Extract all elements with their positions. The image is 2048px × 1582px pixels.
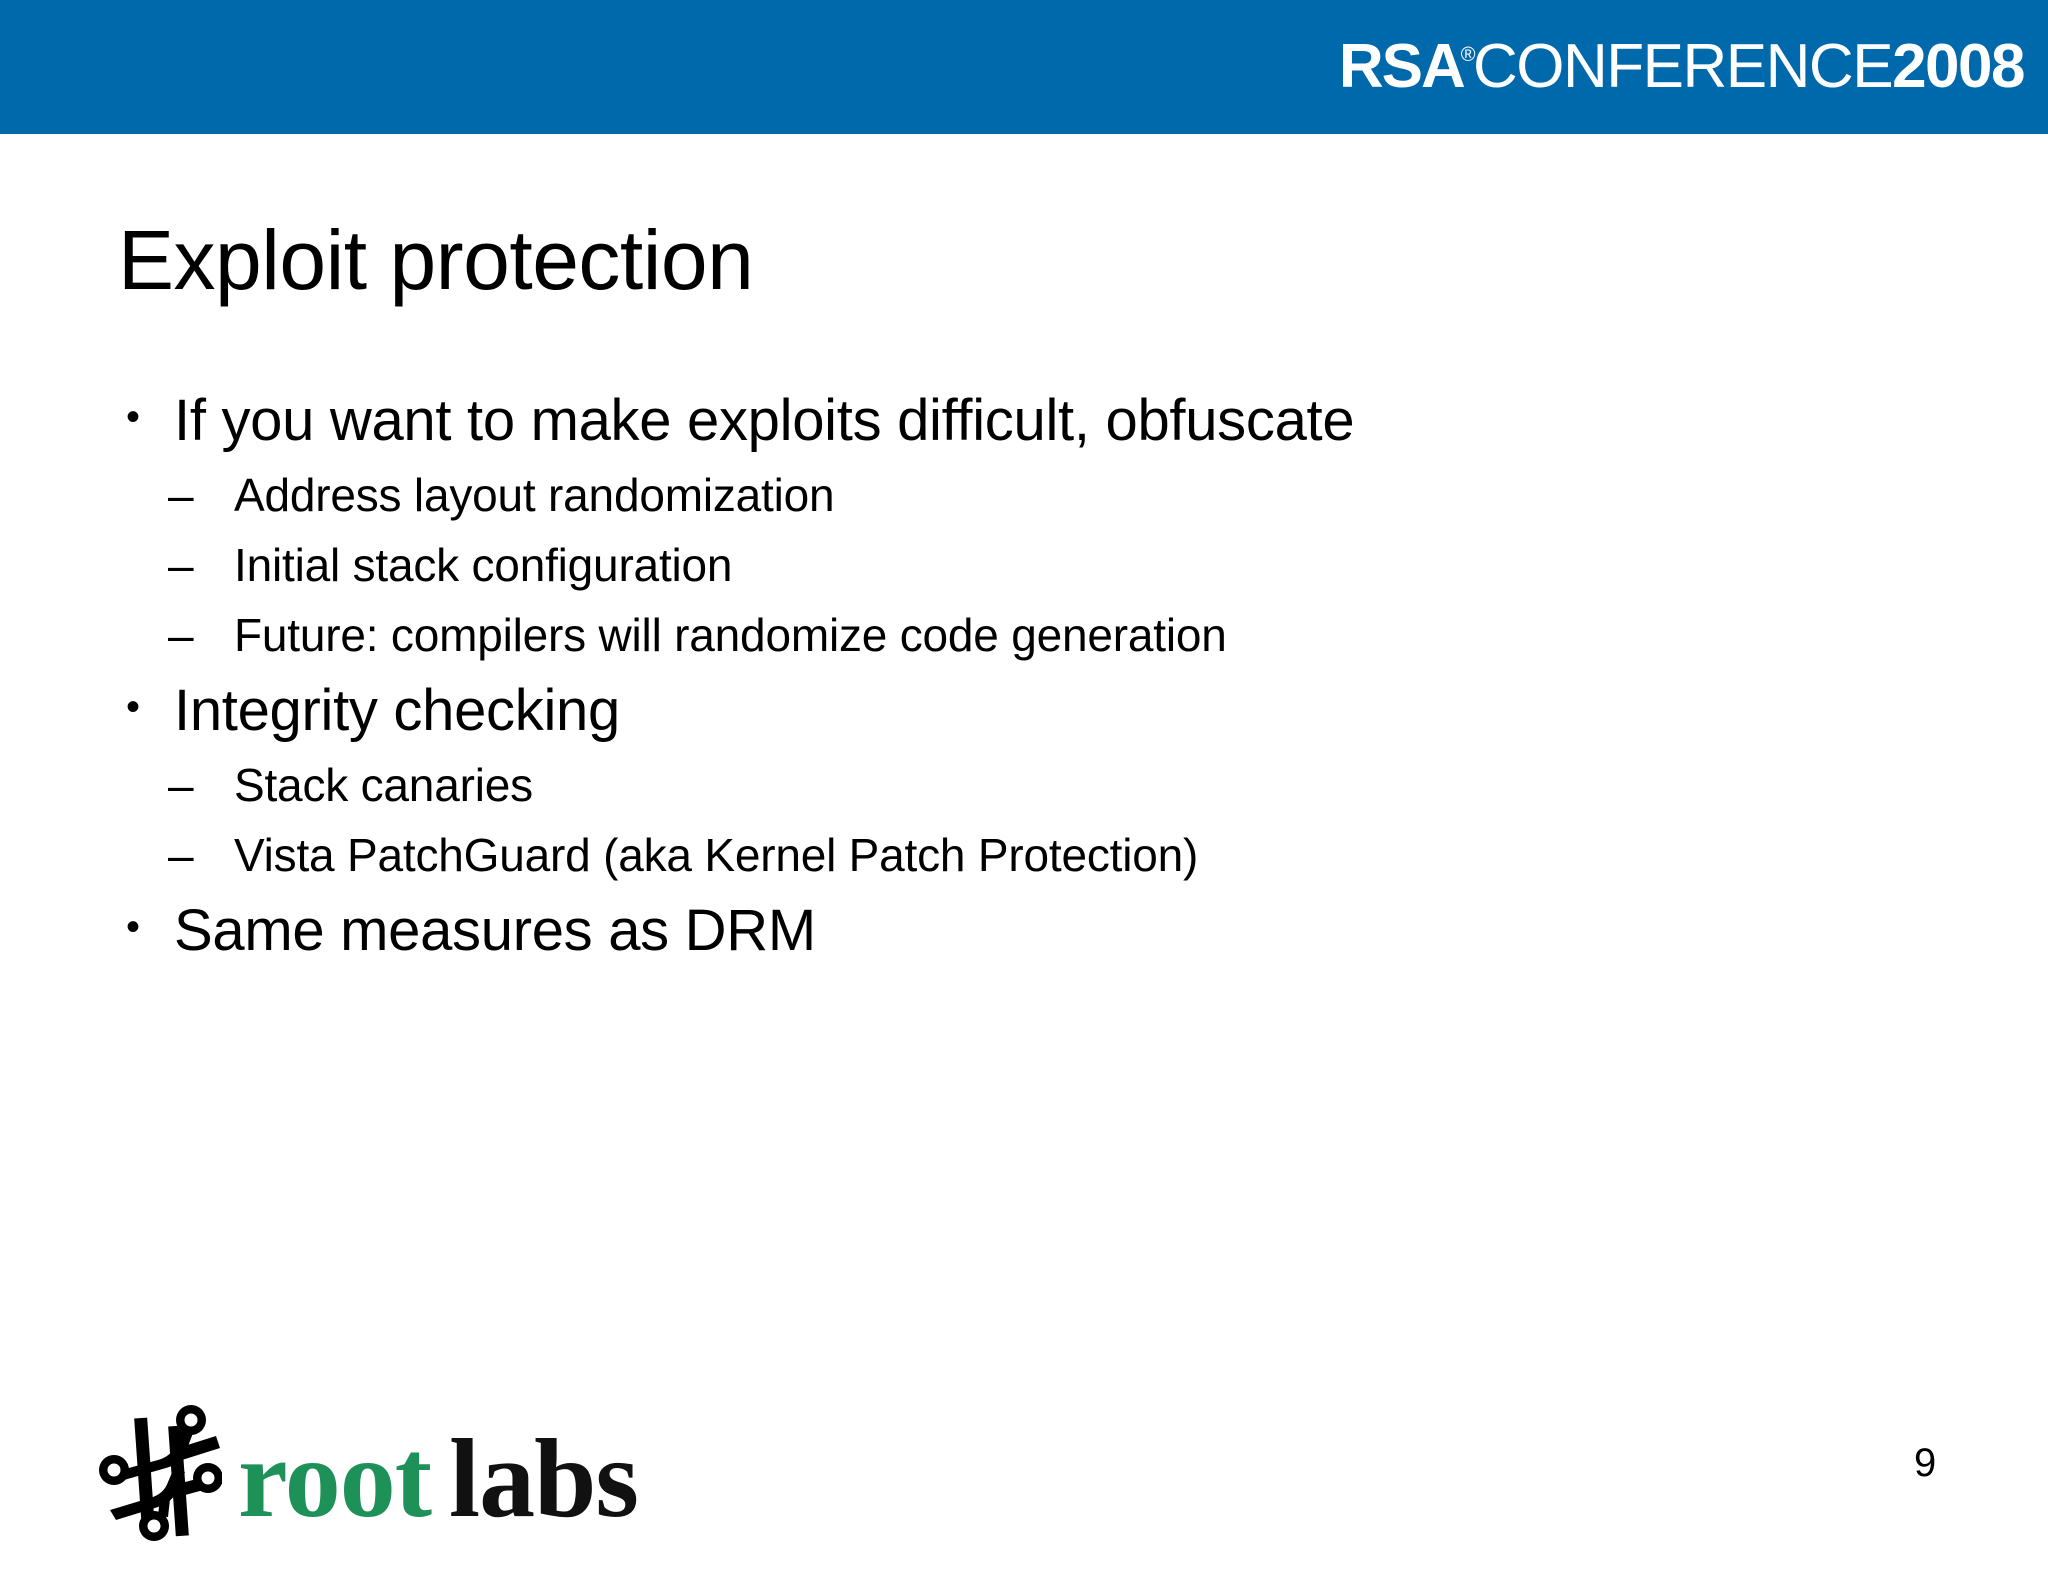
list-item-label: Same measures as DRM: [174, 898, 816, 963]
dash-bullet-icon: –: [168, 829, 194, 881]
logo-year-text: 2008: [1892, 32, 2025, 101]
list-item: – Vista PatchGuard (aka Kernel Patch Pro…: [110, 832, 1910, 878]
list-item-label: Integrity checking: [174, 678, 620, 743]
list-item-label: Future: compilers will randomize code ge…: [234, 609, 1227, 661]
dash-bullet-icon: –: [168, 609, 194, 661]
list-item-label: Stack canaries: [234, 759, 533, 811]
sub-list: – Stack canaries – Vista PatchGuard (aka…: [110, 762, 1910, 878]
bullet-dot-icon: •: [126, 685, 141, 729]
list-item-label: Address layout randomization: [234, 469, 835, 521]
dash-bullet-icon: –: [168, 539, 194, 591]
list-item: • Same measures as DRM: [110, 902, 1910, 960]
list-item-label: Initial stack configuration: [234, 539, 733, 591]
list-item-label: If you want to make exploits difficult, …: [174, 388, 1355, 453]
list-item: – Address layout randomization: [110, 472, 1910, 518]
slide-body-content: • If you want to make exploits difficult…: [110, 392, 1910, 982]
bullet-dot-icon: •: [126, 905, 141, 949]
list-item: – Initial stack configuration: [110, 542, 1910, 588]
dash-bullet-icon: –: [168, 469, 194, 521]
registered-trademark-icon: ®: [1460, 44, 1476, 66]
bullet-group: • Integrity checking – Stack canaries – …: [110, 682, 1910, 879]
list-item: • If you want to make exploits difficult…: [110, 392, 1910, 450]
brand-labs-text: labs: [448, 1417, 639, 1541]
logo-event-text: CONFERENCE: [1473, 32, 1894, 101]
page-number: 9: [1914, 1441, 1937, 1485]
bullet-dot-icon: •: [126, 395, 141, 439]
sub-list: – Address layout randomization – Initial…: [110, 472, 1910, 658]
logo-brand-text: RSA: [1338, 32, 1466, 101]
page-title: Exploit protection: [118, 213, 754, 307]
list-item: • Integrity checking: [110, 682, 1910, 740]
list-item: – Future: compilers will randomize code …: [110, 612, 1910, 658]
dash-bullet-icon: –: [168, 759, 194, 811]
list-item-label: Vista PatchGuard (aka Kernel Patch Prote…: [234, 829, 1199, 881]
circuit-hash-icon: [99, 1405, 222, 1541]
list-item: – Stack canaries: [110, 762, 1910, 808]
brand-root-text: root: [238, 1417, 432, 1541]
bullet-group: • If you want to make exploits difficult…: [110, 392, 1910, 659]
bullet-group: • Same measures as DRM: [110, 902, 1910, 960]
